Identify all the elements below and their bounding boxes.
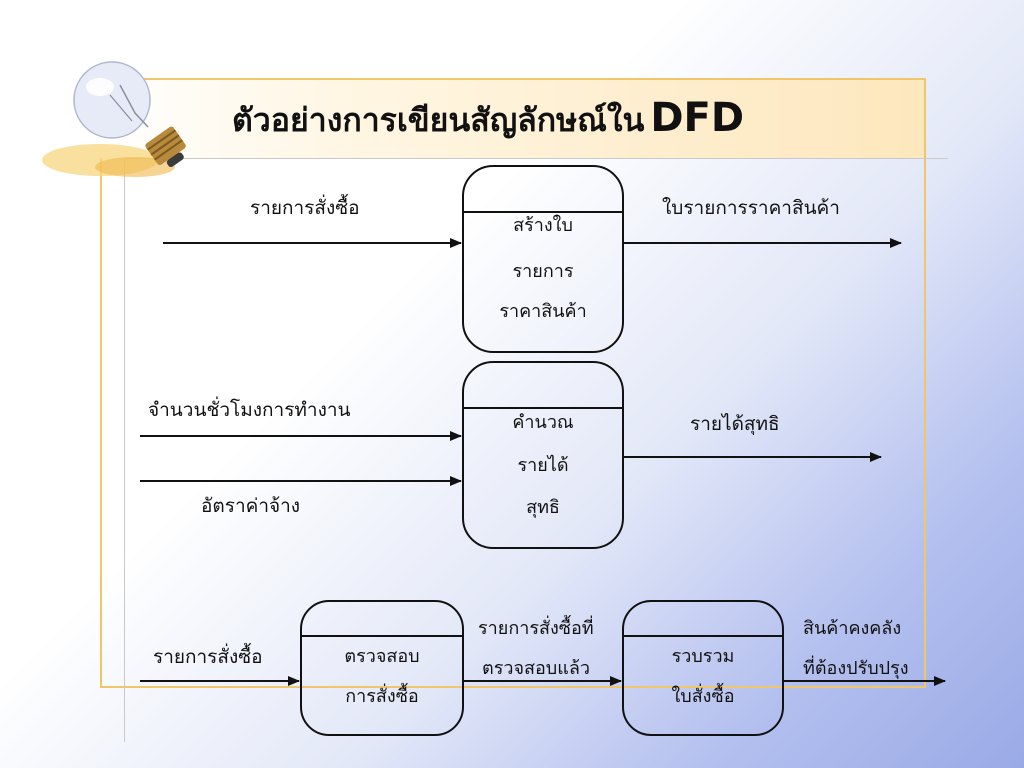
- title-band: [100, 78, 926, 158]
- light-bulb-icon: [42, 61, 186, 177]
- process-4-line-1: รวบรวม: [671, 646, 735, 667]
- flow-label-verified-2: ตรวจสอบแล้ว: [482, 658, 590, 679]
- title-suffix: DFD: [650, 95, 745, 141]
- process-4-line-2: ใบสั่งซื้อ: [671, 686, 735, 707]
- process-verify-order: [300, 600, 464, 736]
- process-1-line-1: สร้างใบ: [513, 215, 573, 236]
- process-2-line-3: สุทธิ: [526, 497, 560, 518]
- flow-label-hours: จำนวนชั่วโมงการทำงาน: [148, 399, 351, 421]
- divider-vertical: [124, 158, 125, 742]
- process-collect-orders: [622, 600, 784, 736]
- process-create-price-list: [462, 165, 624, 353]
- process-2-line-2: รายได้: [517, 455, 569, 476]
- process-calculate-net-income: [462, 361, 624, 549]
- process-3-line-2: การสั่งซื้อ: [345, 686, 419, 707]
- flow-label-order: รายการสั่งซื้อ: [250, 197, 360, 219]
- flow-label-price-list: ใบรายการราคาสินค้า: [662, 197, 840, 219]
- flow-label-inventory-1: สินค้าคงคลัง: [803, 618, 902, 639]
- flow-label-order-2: รายการสั่งซื้อ: [153, 646, 263, 668]
- divider-line: [124, 158, 948, 159]
- flow-label-wage: อัตราค่าจ้าง: [201, 495, 301, 517]
- process-3-line-1: ตรวจสอบ: [344, 646, 420, 667]
- process-1-line-3: ราคาสินค้า: [499, 301, 587, 322]
- process-1-line-2: รายการ: [512, 261, 574, 282]
- flow-label-net-income: รายได้สุทธิ: [690, 413, 780, 435]
- flow-label-inventory-2: ที่ต้องปรับปรุง: [803, 658, 909, 679]
- slide-frame: [100, 158, 926, 688]
- flow-label-verified-1: รายการสั่งซื้อที่: [478, 618, 594, 639]
- process-2-line-1: คำนวณ: [512, 412, 574, 433]
